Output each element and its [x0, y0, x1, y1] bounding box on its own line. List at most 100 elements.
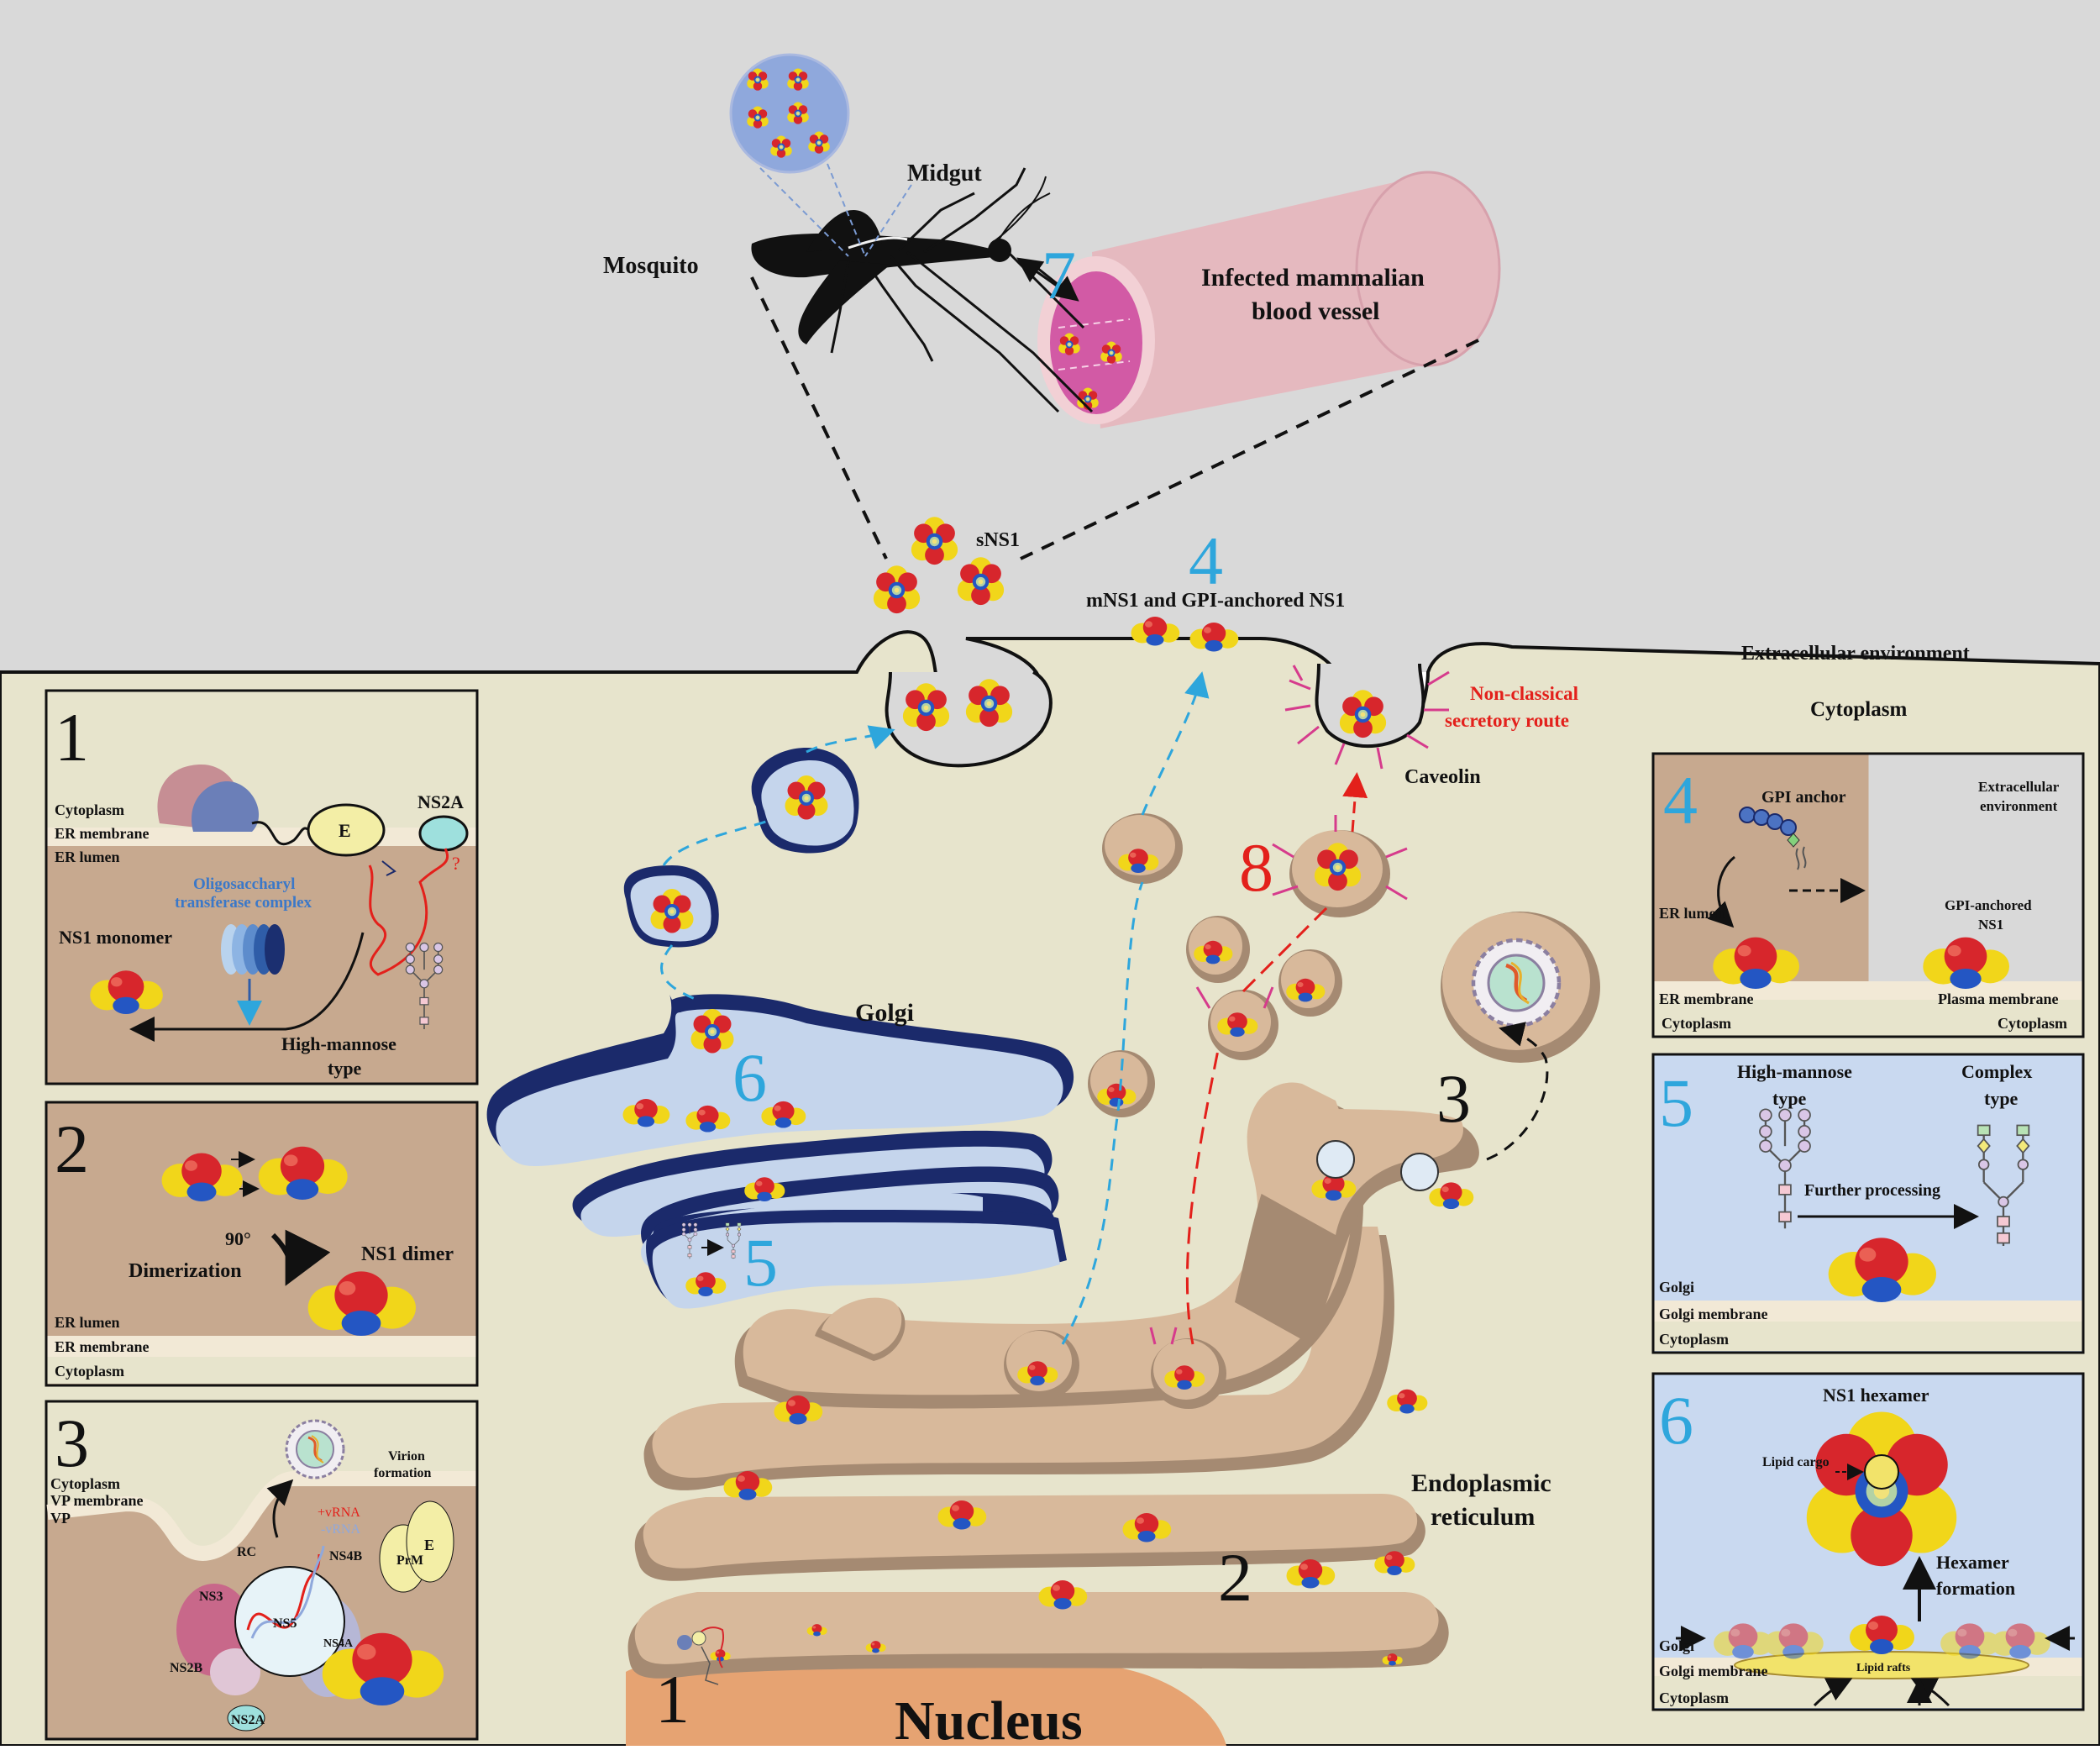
panel6-number: 6: [1659, 1382, 1693, 1458]
panel6-hex-form-1: Hexamer: [1936, 1552, 2009, 1573]
panel6-lipid-cargo: Lipid cargo: [1762, 1455, 1830, 1469]
label-mosquito: Mosquito: [603, 253, 699, 279]
panel2-cytoplasm: Cytoplasm: [55, 1363, 124, 1380]
panel2-number: 2: [55, 1111, 89, 1187]
panel3-ns2b: NS2B: [170, 1661, 202, 1675]
panel2-dimer: NS1 dimer: [361, 1243, 454, 1265]
panel3-ns4a: NS4A: [323, 1637, 354, 1650]
panel-3: [45, 1400, 479, 1741]
panel5-hm-1: High-mannose: [1737, 1061, 1852, 1082]
panel3-cytoplasm: Cytoplasm: [50, 1475, 120, 1492]
panel4-plasma-membrane: Plasma membrane: [1938, 991, 2058, 1007]
panel5-further: Further processing: [1804, 1181, 1940, 1200]
panel3-rc: RC: [237, 1545, 256, 1559]
label-er-1: Endoplasmic: [1411, 1469, 1551, 1497]
er-vesicles: [1004, 813, 1600, 1409]
midgut-zoom: [729, 53, 912, 257]
panel2-er-lumen: ER lumen: [55, 1314, 120, 1331]
panel1-number: 1: [55, 699, 89, 775]
panel6-hexamer: NS1 hexamer: [1823, 1385, 1929, 1406]
panel4-er-lumen: ER lumen: [1659, 905, 1725, 922]
panel-2: [45, 1101, 479, 1387]
feeding-arrow-back: [1016, 257, 1063, 292]
label-midgut: Midgut: [907, 160, 982, 187]
panel-1: [45, 689, 479, 1085]
panel3-virion-2: formation: [374, 1466, 432, 1480]
panel1-monomer: NS1 monomer: [59, 927, 172, 948]
panel1-hm-1: High-mannose: [281, 1033, 396, 1054]
panel5-complex-1: Complex: [1961, 1061, 2032, 1082]
panel2-er-membrane: ER membrane: [55, 1338, 149, 1355]
label-vessel-2: blood vessel: [1252, 297, 1380, 325]
panel6-hex-form-2: formation: [1936, 1578, 2015, 1599]
panel3-prm: PrM: [396, 1553, 423, 1568]
step-6-number: 6: [732, 1039, 767, 1116]
golgi-vesicles: [623, 748, 859, 948]
label-mns1: mNS1 and GPI-anchored NS1: [1086, 590, 1345, 612]
panel3-e: E: [424, 1537, 434, 1553]
panel1-ns2a: NS2A: [417, 791, 464, 812]
panel3-number: 3: [55, 1405, 89, 1481]
label-vessel-1: Infected mammalian: [1201, 264, 1425, 292]
mosquito-silhouette: [751, 167, 1094, 413]
nucleus: [626, 1652, 1226, 1746]
panel4-gpi: GPI anchor: [1761, 788, 1846, 807]
panel6-golgi-membrane: Golgi membrane: [1659, 1663, 1767, 1679]
arrow-er-to-pm-1: [1061, 881, 1144, 1345]
panel3-ns2a: NS2A: [231, 1713, 265, 1727]
panel3-pos-rna: +vRNA: [318, 1506, 360, 1520]
panel5-golgi: Golgi: [1659, 1279, 1694, 1295]
panel-6: [1651, 1372, 2085, 1711]
panel5-number: 5: [1659, 1064, 1693, 1141]
label-er-2: reticulum: [1431, 1503, 1535, 1531]
blood-vessel: [1037, 171, 1501, 428]
panel5-complex-2: type: [1984, 1088, 2019, 1109]
panel3-vp: VP: [50, 1510, 71, 1527]
panel1-e: E: [339, 820, 351, 841]
label-extracellular: Extracellular environment: [1741, 643, 1970, 665]
step1-translocon: [677, 1627, 725, 1685]
label-nucleus: Nucleus: [895, 1690, 1083, 1746]
arrow-red-2: [1242, 906, 1329, 993]
arrow-vesicle-chain: [662, 817, 774, 866]
step-5-number: 5: [743, 1224, 778, 1301]
panel6-cytoplasm: Cytoplasm: [1659, 1690, 1729, 1706]
arrow-golgi-to-vesicle: [660, 944, 698, 1001]
step-8-number: 8: [1239, 829, 1273, 906]
panel5-golgi-membrane: Golgi membrane: [1659, 1306, 1767, 1322]
label-nonclassical-2: secretory route: [1445, 710, 1569, 731]
er-replication-complexes: [1316, 1140, 1439, 1191]
panel1-question: ?: [452, 853, 460, 874]
panel-5: [1651, 1053, 2085, 1354]
panel1-er-membrane: ER membrane: [55, 825, 149, 842]
panel5-hm-2: type: [1772, 1088, 1807, 1109]
panel6-golgi: Golgi: [1659, 1637, 1694, 1654]
arrow-red-3: [1342, 772, 1368, 833]
step-1-number: 1: [655, 1661, 690, 1737]
label-golgi: Golgi: [855, 999, 914, 1027]
label-sns1: sNS1: [976, 529, 1020, 551]
panel5-cytoplasm: Cytoplasm: [1659, 1331, 1729, 1348]
panel3-ns4b: NS4B: [329, 1549, 362, 1563]
panel2-angle: 90°: [225, 1228, 251, 1249]
step-2-number: 2: [1218, 1539, 1252, 1616]
arrow-vesicle-to-pm: [806, 725, 895, 754]
panel3-ns5: NS5: [273, 1616, 297, 1631]
arrow-red-1: [1185, 1049, 1220, 1345]
label-cytoplasm: Cytoplasm: [1810, 698, 1907, 721]
zoom-line-left: [750, 276, 888, 560]
panel1-ost-1: Oligosaccharyl: [193, 875, 295, 893]
panel3-vp-membrane: VP membrane: [50, 1492, 143, 1509]
panel3-ns3: NS3: [199, 1590, 223, 1604]
panel1-hm-2: type: [328, 1058, 362, 1079]
panel4-cyto-right: Cytoplasm: [1998, 1015, 2067, 1032]
step-7-number: 7: [1042, 237, 1076, 313]
panel4-cyto-left: Cytoplasm: [1662, 1015, 1731, 1032]
panel3-neg-rna: -vRNA: [321, 1522, 361, 1537]
panel4-gpi-ns1-2: NS1: [1978, 917, 2003, 933]
panel1-ost-2: transferase complex: [175, 894, 312, 912]
step-3-number: 3: [1436, 1060, 1471, 1137]
panel-4: [1651, 752, 2085, 1038]
step-4-number: 4: [1189, 523, 1223, 599]
